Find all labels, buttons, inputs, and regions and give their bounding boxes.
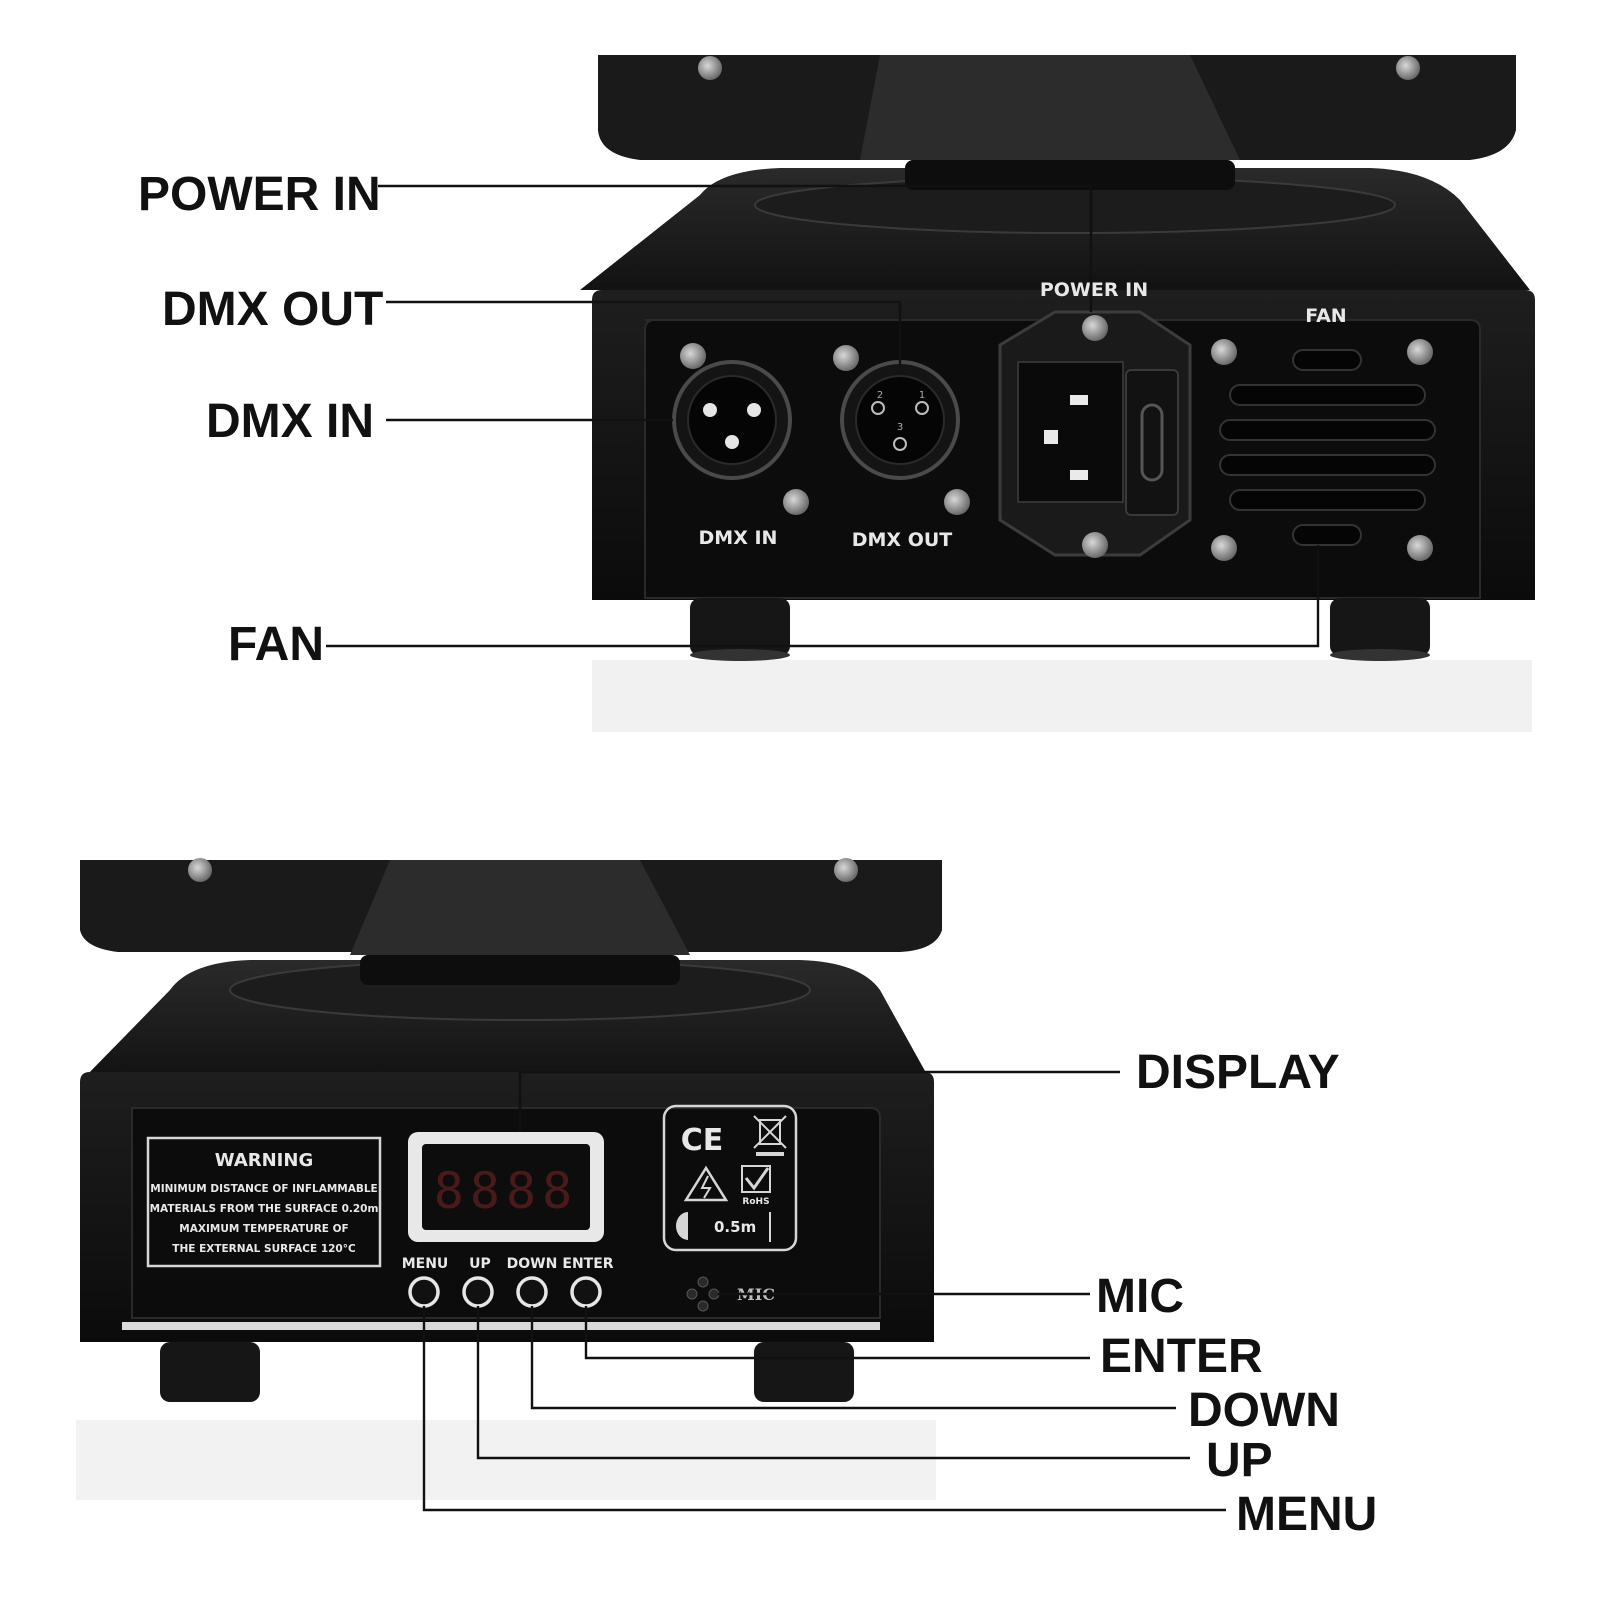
weee-bin-icon (753, 1115, 787, 1156)
enter-button[interactable] (570, 1276, 602, 1308)
callout-dmx-in: DMX IN (206, 395, 374, 448)
dmx-in-connector[interactable] (672, 360, 792, 480)
display-leader (518, 1070, 1120, 1132)
xlr-pin-number: 1 (919, 390, 925, 401)
floor-reflection (76, 1420, 936, 1500)
callout-mic: MIC (1096, 1270, 1184, 1323)
iec-pin (1070, 470, 1088, 480)
screw (834, 858, 858, 882)
menu-button[interactable] (408, 1276, 440, 1308)
dmx-in-panel-label: DMX IN (699, 527, 778, 549)
floor-reflection (592, 660, 1532, 732)
ce-mark: CE (681, 1123, 724, 1158)
rohs-check-icon (741, 1165, 771, 1193)
screw (783, 489, 809, 515)
rear-view: DMX IN 2 3 1 DMX OUT POWER IN (138, 55, 1535, 732)
button-label-up: UP (469, 1256, 491, 1272)
warning-line: THE EXTERNAL SURFACE 120°C (172, 1243, 356, 1255)
warning-label: WARNING MINIMUM DISTANCE OF INFLAMMABLE … (146, 1136, 382, 1268)
rohs-text: RoHS (742, 1197, 769, 1207)
lightning-bolt-icon (700, 1175, 712, 1199)
fan-panel-label: FAN (1305, 305, 1346, 327)
screw (188, 858, 212, 882)
down-leader (530, 1306, 1176, 1410)
screw (1082, 315, 1108, 341)
up-leader (476, 1306, 1190, 1460)
screw (1396, 56, 1420, 80)
dmx-out-panel-label: DMX OUT (852, 529, 953, 551)
xlr-pin-number: 3 (897, 422, 903, 433)
xlr-socket (915, 401, 929, 415)
button-label-down: DOWN (507, 1256, 558, 1272)
iec-pin (1044, 430, 1058, 444)
down-button[interactable] (516, 1276, 548, 1308)
power-in-socket[interactable] (998, 310, 1192, 557)
lamp-distance-icon (676, 1212, 688, 1240)
foot-left (690, 598, 790, 656)
fan-grille (1219, 349, 1436, 546)
display-value: 8888 (434, 1162, 578, 1220)
up-button[interactable] (462, 1276, 494, 1308)
control-view: WARNING MINIMUM DISTANCE OF INFLAMMABLE … (76, 858, 1377, 1541)
xlr-pin (703, 403, 717, 417)
head-yoke (860, 55, 1240, 160)
dmx-out-leader (386, 300, 902, 368)
base-neck (360, 955, 680, 985)
callout-down: DOWN (1188, 1384, 1340, 1437)
foot-shadow (690, 649, 790, 661)
button-label-menu: MENU (402, 1256, 449, 1272)
xlr-pin (747, 403, 761, 417)
mic-holes (686, 1276, 720, 1312)
warning-line: MINIMUM DISTANCE OF INFLAMMABLE (150, 1183, 377, 1195)
iec-inlet (1017, 361, 1124, 503)
foot-left (160, 1342, 260, 1402)
menu-leader (422, 1306, 1226, 1512)
screw (1211, 339, 1237, 365)
xlr-pin (725, 435, 739, 449)
power-in-leader (378, 184, 1093, 312)
screw (1407, 339, 1433, 365)
callout-power-in: POWER IN (138, 168, 381, 221)
power-in-panel-label: POWER IN (1040, 279, 1148, 301)
screw (1211, 535, 1237, 561)
xlr-pin-number: 2 (877, 390, 883, 401)
screw (944, 489, 970, 515)
fan-leader (326, 545, 1320, 648)
led-display: 8888 (408, 1132, 604, 1242)
head-yoke (350, 860, 690, 955)
high-voltage-icon (683, 1165, 729, 1202)
xlr-socket (893, 437, 907, 451)
screw (1082, 532, 1108, 558)
iec-pin (1070, 395, 1088, 405)
callout-enter: ENTER (1100, 1330, 1263, 1383)
callout-fan: FAN (228, 618, 324, 671)
foot-right (1330, 598, 1430, 656)
warning-line: MATERIALS FROM THE SURFACE 0.20m (150, 1203, 379, 1215)
screw (698, 56, 722, 80)
base-neck (905, 160, 1235, 190)
dmx-out-connector[interactable]: 2 3 1 (840, 360, 960, 480)
panel-edge-highlight (122, 1322, 880, 1330)
certification-panel: CE RoHS 0.5m (662, 1104, 798, 1252)
fuse-holder (1125, 369, 1179, 516)
fuse-holder-slot (1140, 403, 1164, 482)
foot-right (754, 1342, 854, 1402)
callout-menu: MENU (1236, 1488, 1377, 1541)
warning-title: WARNING (215, 1150, 313, 1171)
distance-text: 0.5m (714, 1218, 756, 1236)
button-label-enter: ENTER (562, 1256, 613, 1272)
callout-dmx-out: DMX OUT (162, 283, 383, 336)
warning-line: MAXIMUM TEMPERATURE OF (179, 1223, 348, 1235)
callout-display: DISPLAY (1136, 1046, 1340, 1099)
enter-leader (584, 1306, 1090, 1360)
screw (1407, 535, 1433, 561)
screw (833, 345, 859, 371)
screw (680, 343, 706, 369)
foot-shadow (1330, 649, 1430, 661)
xlr-socket (871, 401, 885, 415)
callout-up: UP (1206, 1434, 1273, 1487)
check-mark-icon (744, 1167, 770, 1191)
